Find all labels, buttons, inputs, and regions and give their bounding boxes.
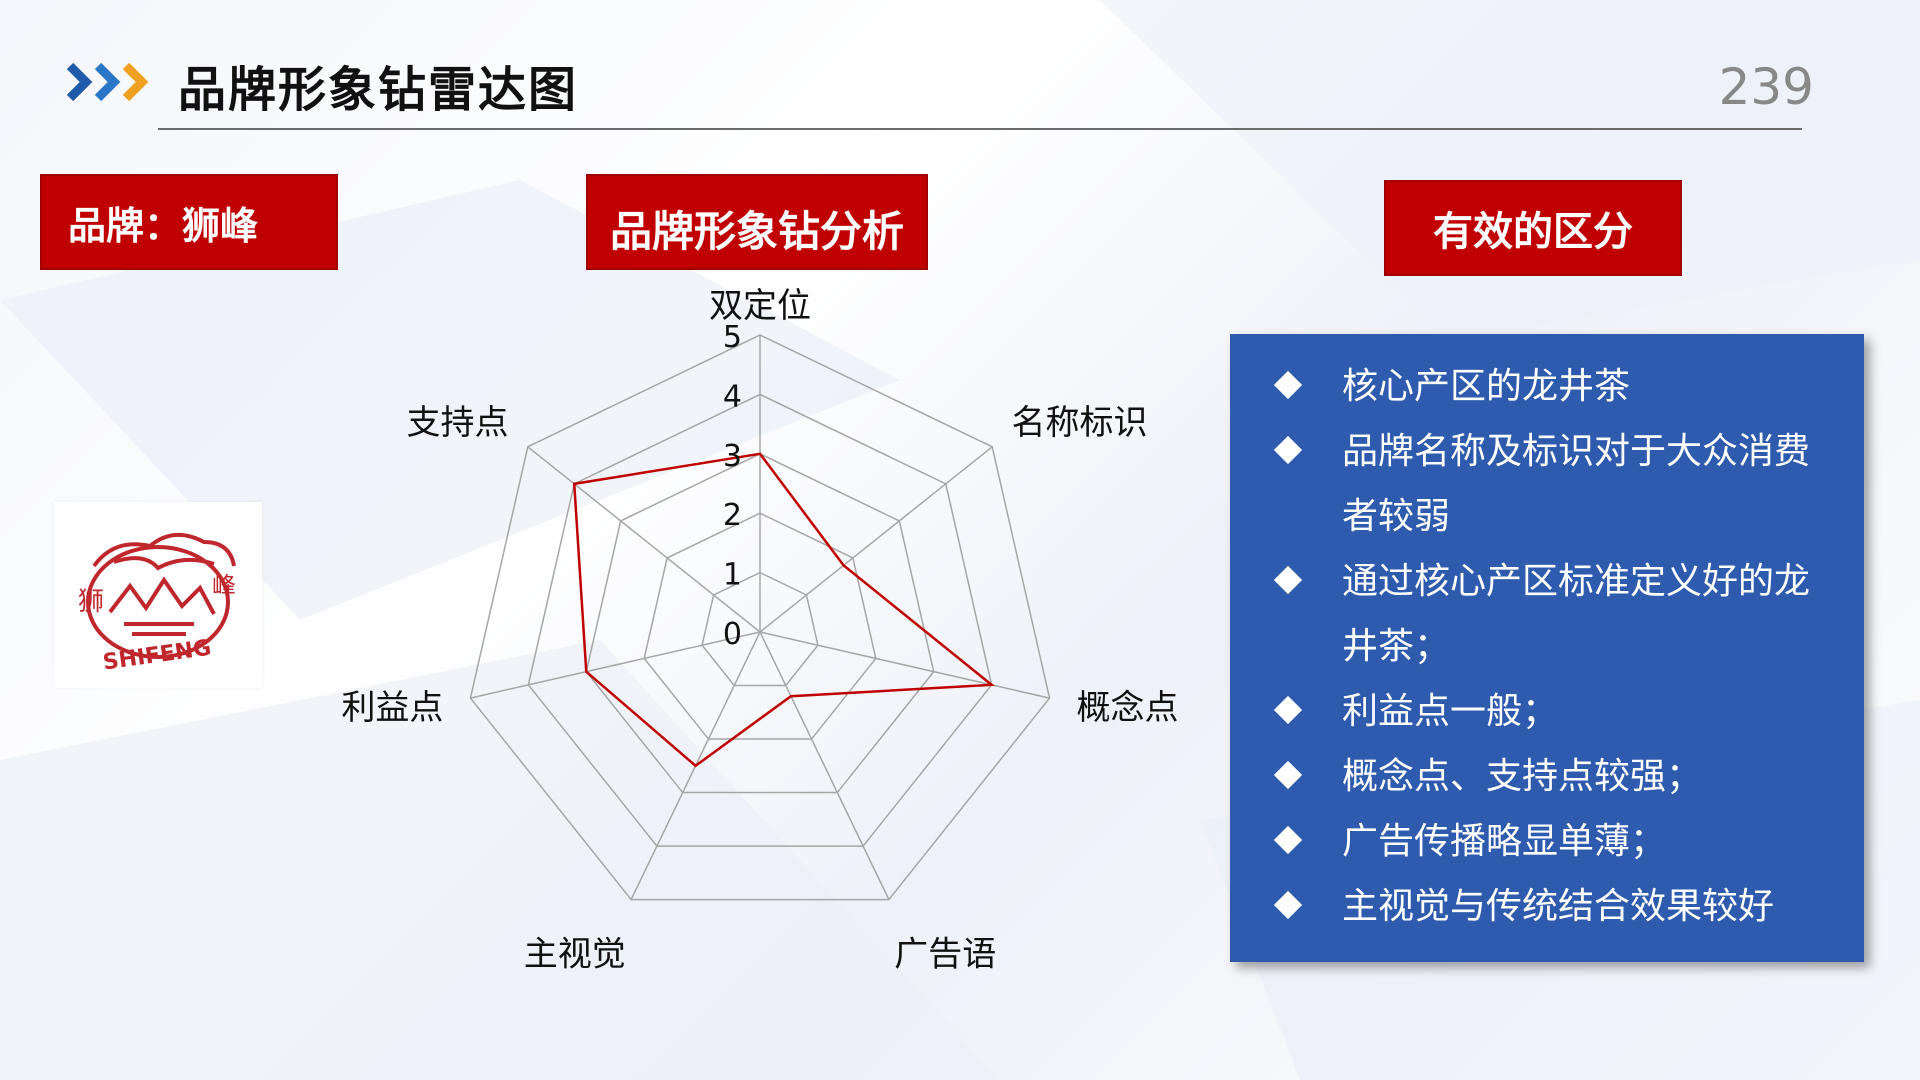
radar-category-label: 主视觉 — [524, 935, 626, 975]
radar-grid-ring — [469, 334, 1051, 901]
radar-tick-label: 0 — [723, 617, 742, 652]
list-item-text: 广告传播略显单薄； — [1342, 821, 1667, 862]
radar-category-label: 概念点 — [1077, 688, 1179, 728]
radar-spoke — [470, 631, 761, 699]
list-item: 核心产区的龙井茶 — [1260, 354, 1844, 419]
list-item: 广告传播略显单薄； — [1260, 809, 1844, 874]
logo-char-left: 狮 — [78, 587, 104, 617]
diff-label-box: 有效的区分 — [1384, 180, 1682, 276]
diamond-bullet-icon — [1273, 370, 1303, 400]
radar-grid-ring — [527, 393, 993, 847]
list-item: 主视觉与传统结合效果较好 — [1260, 874, 1844, 939]
differentiation-list: 核心产区的龙井茶品牌名称及标识对于大众消费者较弱通过核心产区标准定义好的龙井茶；… — [1260, 354, 1844, 939]
list-item-text: 利益点一般； — [1342, 691, 1559, 732]
list-item-text: 核心产区的龙井茶 — [1342, 366, 1631, 407]
page-title: 品牌形象钻雷达图 — [178, 62, 579, 118]
radar-spoke — [759, 631, 890, 900]
differentiation-panel: 核心产区的龙井茶品牌名称及标识对于大众消费者较弱通过核心产区标准定义好的龙井茶；… — [1230, 334, 1864, 962]
radar-category-label: 双定位 — [709, 286, 811, 326]
list-item-text: 品牌名称及标识对于大众消费者较弱 — [1342, 431, 1811, 537]
radar-spoke — [759, 631, 1050, 699]
radar-grid-ring — [701, 571, 819, 687]
brand-label-box: 品牌：狮峰 — [40, 174, 338, 270]
radar-category-label: 支持点 — [407, 403, 509, 443]
radar-tick-label: 4 — [723, 379, 742, 414]
analysis-label: 品牌形象钻分析 — [609, 206, 904, 256]
shifeng-logo-icon: 狮 峰 SHIFENG — [78, 533, 236, 676]
chevrons-icon — [66, 62, 149, 102]
diff-label: 有效的区分 — [1433, 209, 1633, 255]
diamond-bullet-icon — [1273, 760, 1303, 790]
brand-logo-card: 狮 峰 SHIFENG — [54, 502, 262, 688]
radar-series-line — [572, 452, 995, 768]
list-item-text: 概念点、支持点较强； — [1342, 756, 1703, 797]
logo-latin: SHIFENG — [101, 636, 212, 676]
list-item: 利益点一般； — [1260, 679, 1844, 744]
radar-tick-label: 1 — [723, 558, 742, 593]
logo-char-right: 峰 — [212, 572, 236, 600]
radar-grid-ring — [585, 452, 935, 794]
list-item: 概念点、支持点较强； — [1260, 744, 1844, 809]
list-item: 通过核心产区标准定义好的龙井茶； — [1260, 549, 1844, 679]
radar-tick-label: 5 — [723, 320, 742, 355]
brand-label: 品牌：狮峰 — [68, 203, 259, 248]
radar-spoke — [759, 446, 993, 633]
header-divider — [158, 128, 1802, 130]
radar-category-label: 名称标识 — [1011, 403, 1147, 443]
radar-category-label: 利益点 — [341, 688, 443, 728]
diamond-bullet-icon — [1273, 565, 1303, 595]
list-item: 品牌名称及标识对于大众消费者较弱 — [1260, 419, 1844, 549]
page-number: 239 — [1718, 58, 1814, 116]
diamond-bullet-icon — [1273, 825, 1303, 855]
radar-spoke — [527, 446, 761, 633]
radar-tick-label: 3 — [723, 439, 742, 474]
radar-tick-label: 2 — [723, 498, 742, 533]
diamond-bullet-icon — [1273, 890, 1303, 920]
diamond-bullet-icon — [1273, 695, 1303, 725]
radar-category-label: 广告语 — [894, 935, 996, 975]
analysis-label-box: 品牌形象钻分析 — [586, 174, 928, 270]
diamond-bullet-icon — [1273, 435, 1303, 465]
list-item-text: 通过核心产区标准定义好的龙井茶； — [1342, 561, 1811, 667]
list-item-text: 主视觉与传统结合效果较好 — [1342, 886, 1775, 927]
